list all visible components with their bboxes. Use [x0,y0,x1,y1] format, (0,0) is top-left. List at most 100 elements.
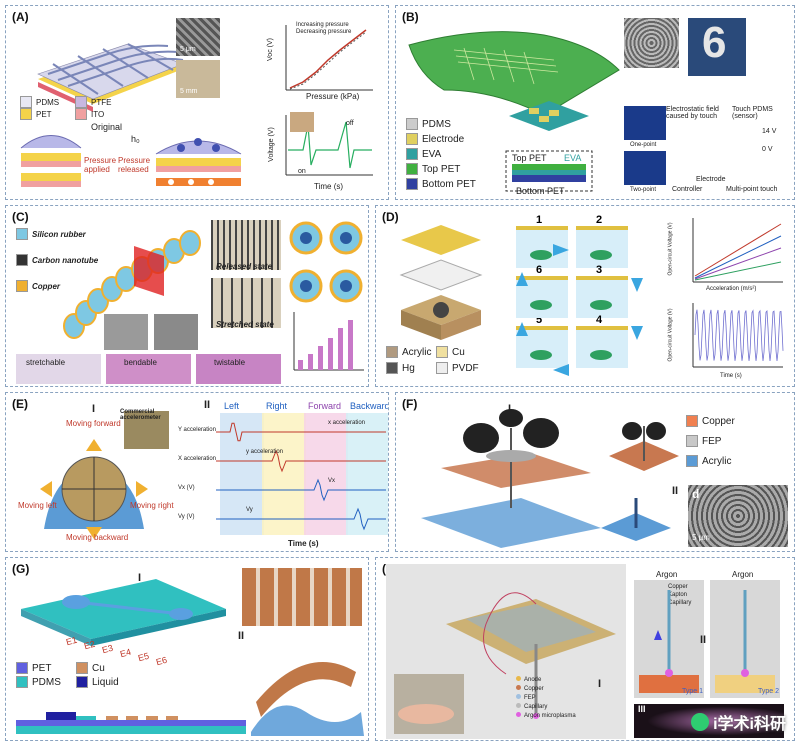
panel-b-legend-item: EVA [406,148,441,160]
label-bendable: bendable [124,358,157,367]
panel-f-anemometer [421,409,601,548]
panel-g-roman-2: II [238,630,245,642]
panel-d-legend-item: Hg [386,362,415,374]
plot2-xlabel: Time (s) [314,182,344,191]
panel-b-legend-item: Bottom PET [406,178,476,190]
digit-display [688,18,746,76]
plot2-ylabel: Voltage (V) [267,127,275,162]
panel-g-label: (G) [12,562,30,576]
label-twistable: twistable [214,358,246,367]
touch-two-point [624,151,666,185]
legend-swatch [406,148,418,160]
panel-b-sheet-illustration [408,31,620,116]
label-0v: 0 V [762,146,773,153]
legend-label: Hg [402,362,415,374]
legend-dot [516,712,521,717]
legend-label: Argon microplasma [524,713,576,719]
legend-swatch [76,662,88,674]
label-top-pet: Top PET [512,153,547,163]
stretch-photo [16,354,101,384]
legend-swatch [16,228,28,240]
label-argon-1: Argon [656,570,678,579]
band-label: Left [224,401,240,411]
hg-droplet [590,300,612,310]
legend-swatch [20,108,32,120]
legend-dot [516,685,521,690]
motion-band [262,413,306,535]
legend-dot [516,694,521,699]
d-plot1-ylabel: Open-circuit Voltage (V) [667,222,674,276]
legend-swatch [436,362,448,374]
legend-label: Acrylic [402,346,432,358]
step-number: 4 [596,314,603,326]
h-legend-item: FEP [516,694,536,701]
panel-g-flexible-photo [251,662,364,736]
hg-droplet [530,250,552,260]
trace-note: x acceleration [328,420,366,426]
wechat-logo-icon [691,713,710,731]
panel-f-legend-item: FEP [686,435,721,447]
legend-label: FEP [702,435,722,447]
d-plot1-xlabel: Acceleration (m/s²) [706,286,757,292]
panel-d-legend-item: Cu [436,346,465,358]
label-stretched: Stretched state [216,320,274,329]
legend-label: PET [36,109,52,119]
signal-trace [216,478,386,502]
hg-droplet [530,350,552,360]
legend-label: Acrylic [702,455,732,467]
label-accelerometer: Commercial accelerometer [120,409,161,421]
panel-a-legend-item: ITO [75,108,104,120]
panel-f-small-device [609,422,679,471]
label-time-e: Time (s) [288,539,319,548]
legend-swatch [76,676,88,688]
plot2-on: on [298,168,306,175]
panel-c-legend-item: Silicon rubber [16,228,86,240]
legend-label: EVA [422,148,442,160]
panel-c-cross-sections [289,221,363,303]
legend-swatch [16,662,28,674]
panel-c-spring-illustration [63,230,201,339]
trace-note: y acceleration [246,449,284,455]
legend-swatch [686,455,698,467]
step-number: 6 [536,264,543,276]
legend-swatch [75,96,87,108]
sem-scale-1: 5 μm [180,46,196,53]
legend-swatch [386,362,398,374]
step-number: 3 [596,264,603,276]
panel-d-accel-plot [692,218,783,283]
label-released: Released state [216,262,273,271]
panel-b-legend-item: Top PET [406,163,460,175]
legend-swatch [75,108,87,120]
panel-a-legend-item: PET [20,108,52,120]
legend-label: Anode [524,677,542,683]
legend-swatch [406,133,418,145]
legend-swatch [16,676,28,688]
legend-label: Capillary [524,704,548,710]
panel-a-label: (A) [12,10,29,24]
legend-label: Bottom PET [422,178,476,190]
plot1-legend-1: Increasing pressure [296,22,349,28]
legend-swatch [406,178,418,190]
hg-droplet [590,250,612,260]
panel-e-roman-2: II [204,399,211,411]
legend-label: PTFE [91,97,112,107]
panel-g-legend-item: Liquid [76,676,119,688]
panel-g-legend-item: PET [16,662,51,674]
label-stretchable: stretchable [26,358,66,367]
panel-a-sensor-illustration [37,43,184,112]
legend-label: PDMS [36,97,60,107]
panel-h-roman-1: I [598,678,602,690]
h-legend2-item: Copper [668,584,688,590]
label-type-1: Type 1 [682,688,704,695]
plot1-ylabel: Voc (V) [266,38,274,61]
label-bottom-pet: Bottom PET [516,186,565,196]
micro-image-c1 [104,314,148,350]
band-label: Forward [308,401,342,411]
h-legend2-item: Capillary [668,600,692,606]
label-moving-right: Moving right [130,501,174,510]
hg-droplet [590,350,612,360]
legend-label: Copper [524,686,544,692]
